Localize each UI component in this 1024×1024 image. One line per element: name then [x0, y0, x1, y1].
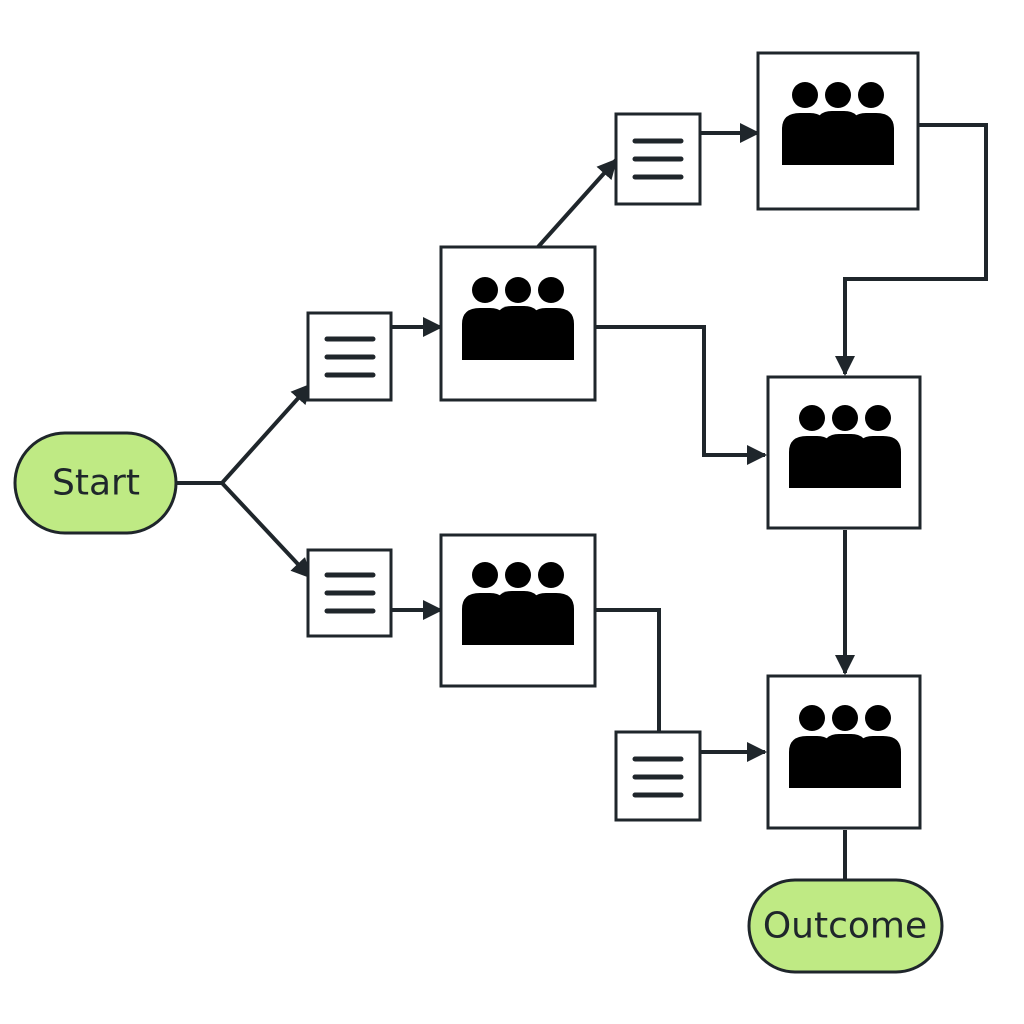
- team-group-icon: [462, 277, 574, 360]
- team-group-icon: [462, 562, 574, 645]
- document-lines-icon: [324, 572, 376, 614]
- team-node-2: [439, 533, 597, 688]
- connector-start-to-doc-1: [220, 383, 312, 485]
- outcome-pill: [747, 878, 944, 974]
- document-node-1: [306, 311, 393, 402]
- connector-team-3-to-team-4: [835, 123, 988, 376]
- connector-team-1-to-team-4: [595, 325, 767, 465]
- document-node-4: [614, 730, 702, 822]
- document-lines-icon: [632, 138, 684, 180]
- outcome-terminal: Outcome: [747, 878, 944, 974]
- start-terminal: Start: [13, 431, 178, 535]
- start-pill: [13, 431, 178, 535]
- connectors: [176, 123, 988, 880]
- connector-start-to-doc-2: [220, 481, 312, 579]
- document-node-2: [306, 548, 393, 638]
- team-group-icon: [782, 82, 894, 165]
- team-node-5: [766, 674, 922, 830]
- document-lines-icon: [632, 756, 684, 798]
- connector-team-1-to-doc-3: [536, 158, 618, 249]
- team-node-4: [766, 375, 922, 530]
- document-node-3: [614, 112, 702, 206]
- document-lines-icon: [324, 336, 376, 378]
- team-node-1: [439, 245, 597, 402]
- connector-team-2-to-doc-4: [595, 608, 661, 732]
- outcome-label: Outcome: [763, 906, 927, 947]
- team-group-icon: [789, 405, 901, 488]
- team-group-icon: [789, 705, 901, 788]
- team-node-3: [756, 51, 920, 211]
- start-label: Start: [52, 463, 140, 504]
